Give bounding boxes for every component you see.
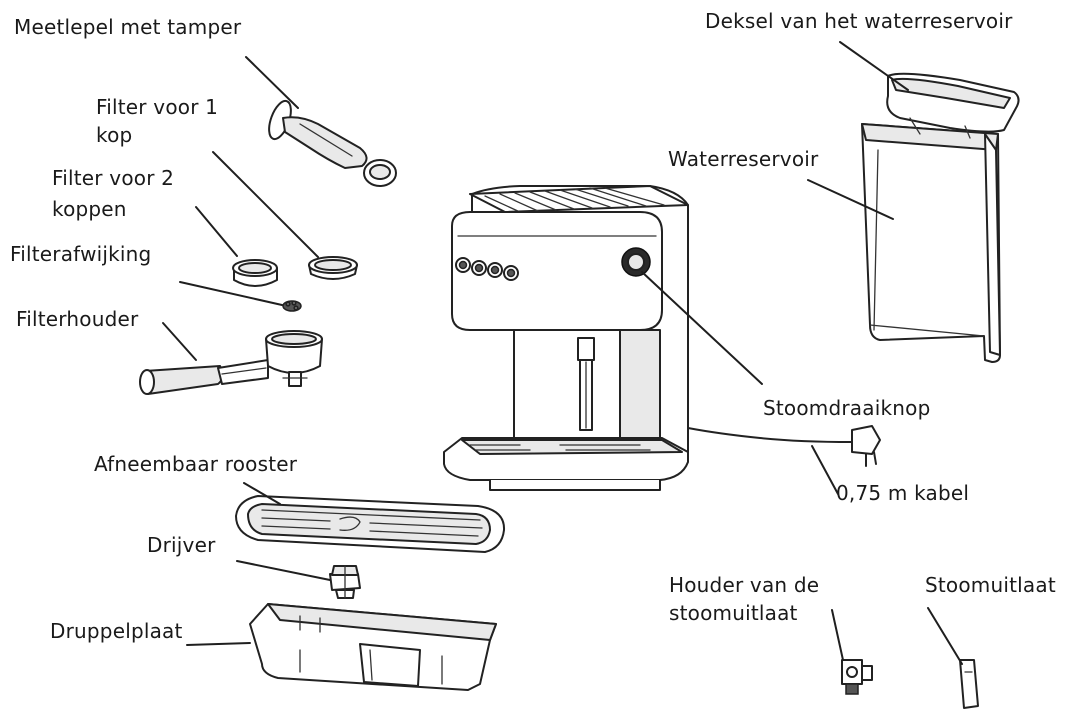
measuring-spoon-tamper — [265, 98, 396, 186]
steam-outlet-holder-part — [842, 660, 872, 694]
drip-tray-part — [250, 604, 496, 690]
label-drip-tray: Druppelplaat — [50, 619, 183, 643]
label-tank-lid: Deksel van het waterreservoir — [705, 9, 1013, 33]
filter-deviation-part — [283, 301, 301, 311]
label-steam-holder-line1: Houder van de — [669, 573, 820, 597]
power-cable — [688, 426, 880, 466]
label-filter-2-line2: koppen — [52, 197, 127, 221]
espresso-machine — [444, 186, 688, 490]
label-filter-holder: Filterhouder — [16, 307, 139, 331]
filter-1-cup — [309, 257, 357, 279]
filter-holder-part — [140, 331, 322, 394]
float-part — [330, 566, 360, 598]
label-measuring-spoon: Meetlepel met tamper — [14, 15, 242, 39]
label-cable: 0,75 m kabel — [836, 481, 970, 505]
label-filter-1-line2: kop — [96, 123, 133, 147]
label-steam-knob: Stoomdraaiknop — [763, 396, 931, 420]
filter-2-cups — [233, 260, 277, 286]
label-filter-2-line1: Filter voor 2 — [52, 166, 175, 190]
cup-grid — [470, 445, 650, 450]
label-float: Drijver — [147, 533, 216, 557]
label-removable-grid: Afneembaar rooster — [94, 452, 298, 476]
label-steam-outlet: Stoomuitlaat — [925, 573, 1056, 597]
removable-grid-part — [236, 496, 504, 552]
steam-outlet-part — [960, 660, 978, 708]
water-tank-part — [862, 124, 1000, 362]
label-water-tank: Waterreservoir — [668, 147, 819, 171]
water-tank-lid-part — [887, 74, 1018, 138]
label-filter-deviation: Filterafwijking — [10, 242, 152, 266]
leader-lines — [163, 42, 962, 664]
label-steam-holder-line2: stoomuitlaat — [669, 601, 798, 625]
top-vents — [485, 188, 664, 212]
label-filter-1-line1: Filter voor 1 — [96, 95, 219, 119]
